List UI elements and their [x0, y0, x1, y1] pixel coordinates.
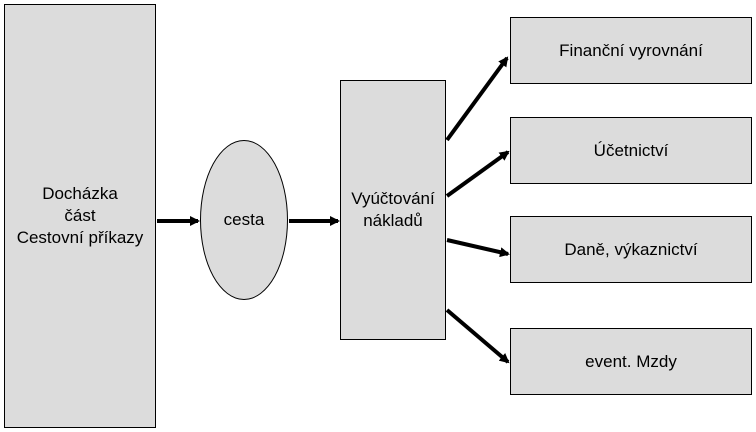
billing-box: Vyúčtování nákladů: [340, 80, 446, 340]
arrow-billing-to-taxes: [446, 238, 510, 258]
target-label: Finanční vyrovnání: [559, 40, 703, 60]
billing-line-2: nákladů: [363, 211, 423, 230]
arrow-billing-to-financial: [445, 56, 509, 142]
target-taxes-reporting: Daně, výkaznictví: [510, 216, 752, 283]
target-accounting: Účetnictví: [510, 117, 752, 184]
arrow-billing-to-payroll: [445, 308, 510, 364]
attendance-line-1: Docházka: [42, 184, 118, 203]
target-financial-settlement: Finanční vyrovnání: [510, 17, 752, 84]
target-label: event. Mzdy: [585, 351, 677, 371]
target-payroll: event. Mzdy: [510, 328, 752, 395]
billing-line-1: Vyúčtování: [351, 189, 435, 208]
target-label: Účetnictví: [593, 140, 669, 160]
arrow-billing-to-accounting: [445, 150, 510, 198]
trip-label: cesta: [223, 210, 265, 229]
target-label: Daně, výkaznictví: [564, 239, 698, 259]
attendance-line-2: část: [64, 206, 96, 225]
attendance-line-3: Cestovní příkazy: [16, 228, 144, 247]
attendance-box: Docházka část Cestovní příkazy: [4, 4, 156, 428]
trip-ellipse: cesta: [200, 140, 288, 300]
